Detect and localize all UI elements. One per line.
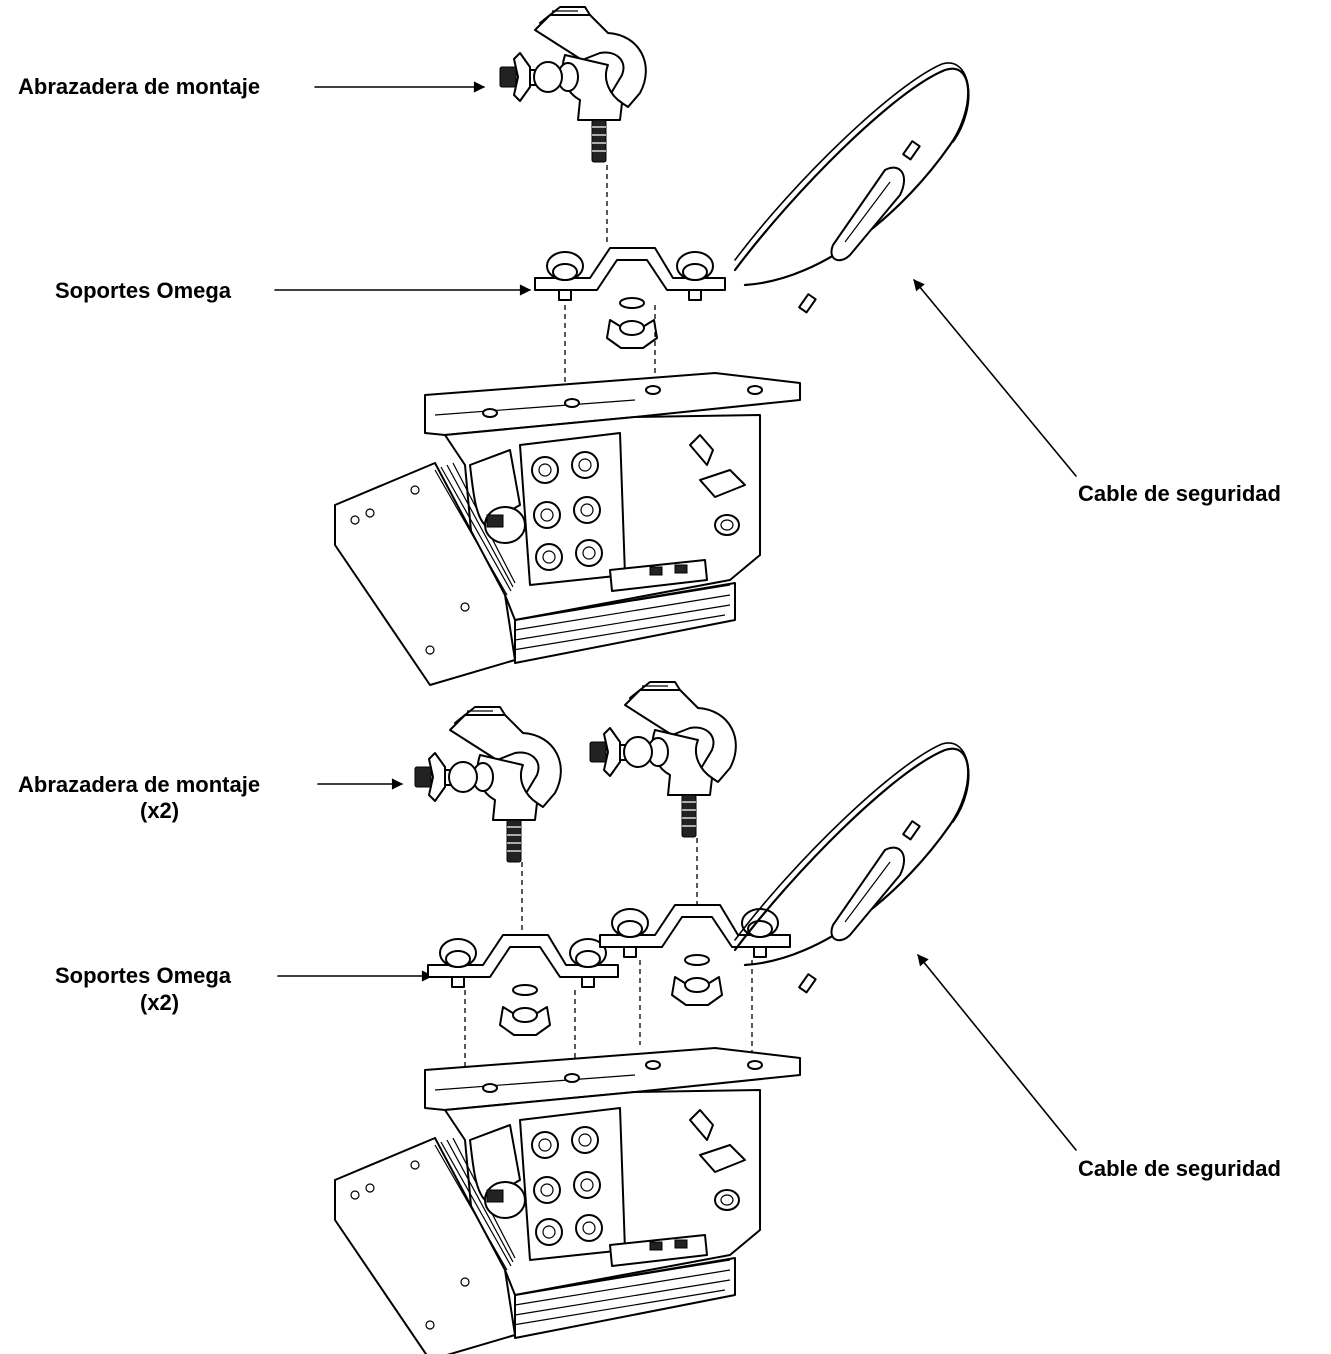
label-mounting-clamp: Abrazadera de montaje	[18, 74, 260, 99]
label-safety-cable: Cable de seguridad	[1078, 481, 1281, 506]
label-omega-brackets: Soportes Omega	[55, 278, 232, 303]
label-mounting-clamp-qty: (x2)	[140, 798, 179, 823]
safety-cable-illustration	[733, 61, 970, 314]
figure-single-clamp: Abrazadera de montaje Soportes Omega Cab…	[18, 6, 1281, 686]
mounting-clamp-illustration	[589, 681, 737, 838]
omega-bracket-illustration	[427, 934, 619, 1036]
omega-bracket-illustration	[534, 247, 726, 349]
label-mounting-clamp: Abrazadera de montaje	[18, 772, 260, 797]
fixture-illustration	[334, 372, 801, 686]
arrow-safety-cable	[913, 279, 1077, 477]
arrow-safety-cable	[917, 954, 1077, 1151]
fixture-illustration	[334, 1047, 801, 1354]
mounting-clamp-illustration	[499, 6, 647, 163]
omega-bracket-illustration	[599, 904, 791, 1006]
label-omega-brackets: Soportes Omega	[55, 963, 232, 988]
safety-cable-illustration	[733, 741, 970, 994]
label-omega-brackets-qty: (x2)	[140, 990, 179, 1015]
figure-double-clamp: Abrazadera de montaje (x2) Soportes Omeg…	[18, 681, 1281, 1354]
label-safety-cable: Cable de seguridad	[1078, 1156, 1281, 1181]
mounting-clamp-illustration	[414, 706, 562, 863]
